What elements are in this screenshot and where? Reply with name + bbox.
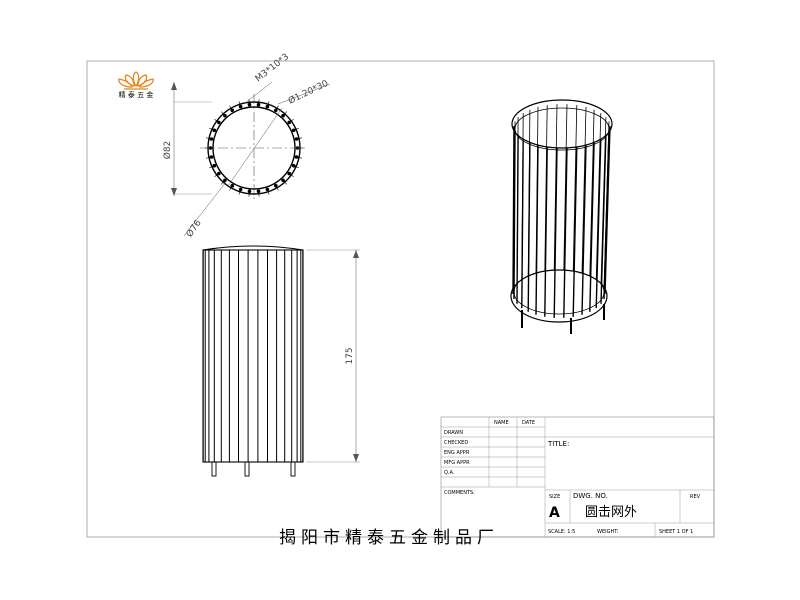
iso-bar [595, 138, 602, 309]
row-qa: Q.A. [444, 470, 455, 476]
wire-tick [248, 191, 250, 197]
sheet-label: SHEET 1 OF 1 [659, 529, 693, 535]
iso-bar [589, 109, 595, 277]
iso-bar [512, 125, 515, 295]
iso-wire-bars [512, 104, 611, 318]
dwg-no-label: DWG. NO. [573, 492, 608, 500]
iso-legs [521, 304, 605, 334]
wire-tick [289, 173, 294, 178]
wire-section-points [205, 99, 303, 197]
iso-bar [553, 147, 558, 318]
dim-inner-diameter: Ø76 [184, 218, 204, 240]
dim-wire-callout: Ø1.20*30 [286, 78, 330, 107]
row-checked: CHECKED [444, 440, 468, 446]
top-view: Ø82 Ø76 M3*10*3 Ø1.20*30 [162, 52, 330, 239]
wire-tick [214, 173, 219, 178]
wire-tick [267, 101, 270, 107]
iso-bar [544, 105, 548, 272]
iso-bar [572, 105, 578, 272]
iso-bar [553, 104, 558, 271]
front-legs [211, 461, 296, 477]
wire-tick [229, 185, 233, 191]
col-date: DATE [522, 420, 535, 426]
wire-tick [220, 111, 226, 116]
wire-tick [289, 118, 294, 123]
wire-tick [206, 156, 212, 159]
wire-tick [275, 105, 279, 111]
wire-tick [214, 118, 219, 123]
size-label: SIZE [549, 494, 560, 500]
iso-bar [572, 146, 578, 317]
dim-outer-diameter: Ø82 [162, 141, 173, 160]
wire-tick [209, 165, 215, 169]
row-mfg-appr: MFG APPR [444, 460, 470, 466]
wire-tick [220, 180, 226, 185]
wire-tick [267, 189, 270, 195]
wire-tick [296, 137, 302, 140]
title-label: TITLE: [547, 440, 569, 448]
iso-bar [600, 117, 607, 285]
row-eng-appr: ENG APPR [444, 450, 470, 456]
iso-bar [600, 134, 607, 304]
iso-bar [521, 113, 524, 280]
wire-tick [229, 105, 233, 111]
iso-bar [603, 121, 610, 290]
isometric-view [510, 99, 613, 334]
iso-bar [581, 145, 587, 315]
dwg-no-value: 圆击网外 [585, 505, 637, 520]
company-name: 揭阳市精泰五金制品厂 [279, 528, 499, 548]
iso-bar [535, 145, 539, 315]
iso-bar [589, 142, 595, 312]
iso-bar [516, 117, 519, 285]
size-value: A [549, 505, 560, 521]
scale-label: SCALE: 1:5 [548, 529, 575, 535]
wire-tick [209, 127, 215, 131]
sheet-border [86, 60, 715, 538]
iso-bar [563, 104, 568, 271]
iso-bar [544, 146, 548, 317]
wire-tick [258, 191, 260, 197]
rev-label: REV [690, 494, 701, 500]
wire-tick [238, 189, 241, 195]
wire-tick [258, 99, 260, 105]
front-wire-bars [202, 250, 304, 462]
wire-tick [293, 165, 299, 169]
col-name: NAME [494, 420, 509, 426]
iso-bar [535, 106, 539, 274]
wire-tick [282, 111, 288, 116]
wire-tick [206, 137, 212, 140]
iso-bar [595, 113, 602, 280]
wire-tick [275, 185, 279, 191]
wire-tick [296, 156, 302, 159]
row-drawn: DRAWN [444, 430, 463, 436]
logo-text: 精 泰 五 金 [119, 90, 154, 99]
front-view: 175 [202, 245, 360, 477]
iso-bar [581, 106, 587, 274]
company-logo: 精 泰 五 金 [118, 71, 154, 99]
iso-bar [563, 147, 568, 318]
weight-label: WEIGHT: [597, 529, 619, 535]
iso-bar [604, 125, 611, 295]
wire-tick [238, 101, 241, 107]
wire-tick [282, 180, 288, 185]
iso-bar [513, 121, 516, 290]
lotus-icon [118, 71, 154, 90]
dim-thread-callout: M3*10*3 [254, 52, 291, 84]
iso-bar [527, 109, 531, 277]
row-comments: COMMENTS: [444, 490, 475, 496]
title-block: NAME DATE DRAWN CHECKED ENG APPR MFG APP… [440, 416, 715, 538]
dim-height: 175 [345, 347, 355, 364]
wire-tick [293, 127, 299, 131]
